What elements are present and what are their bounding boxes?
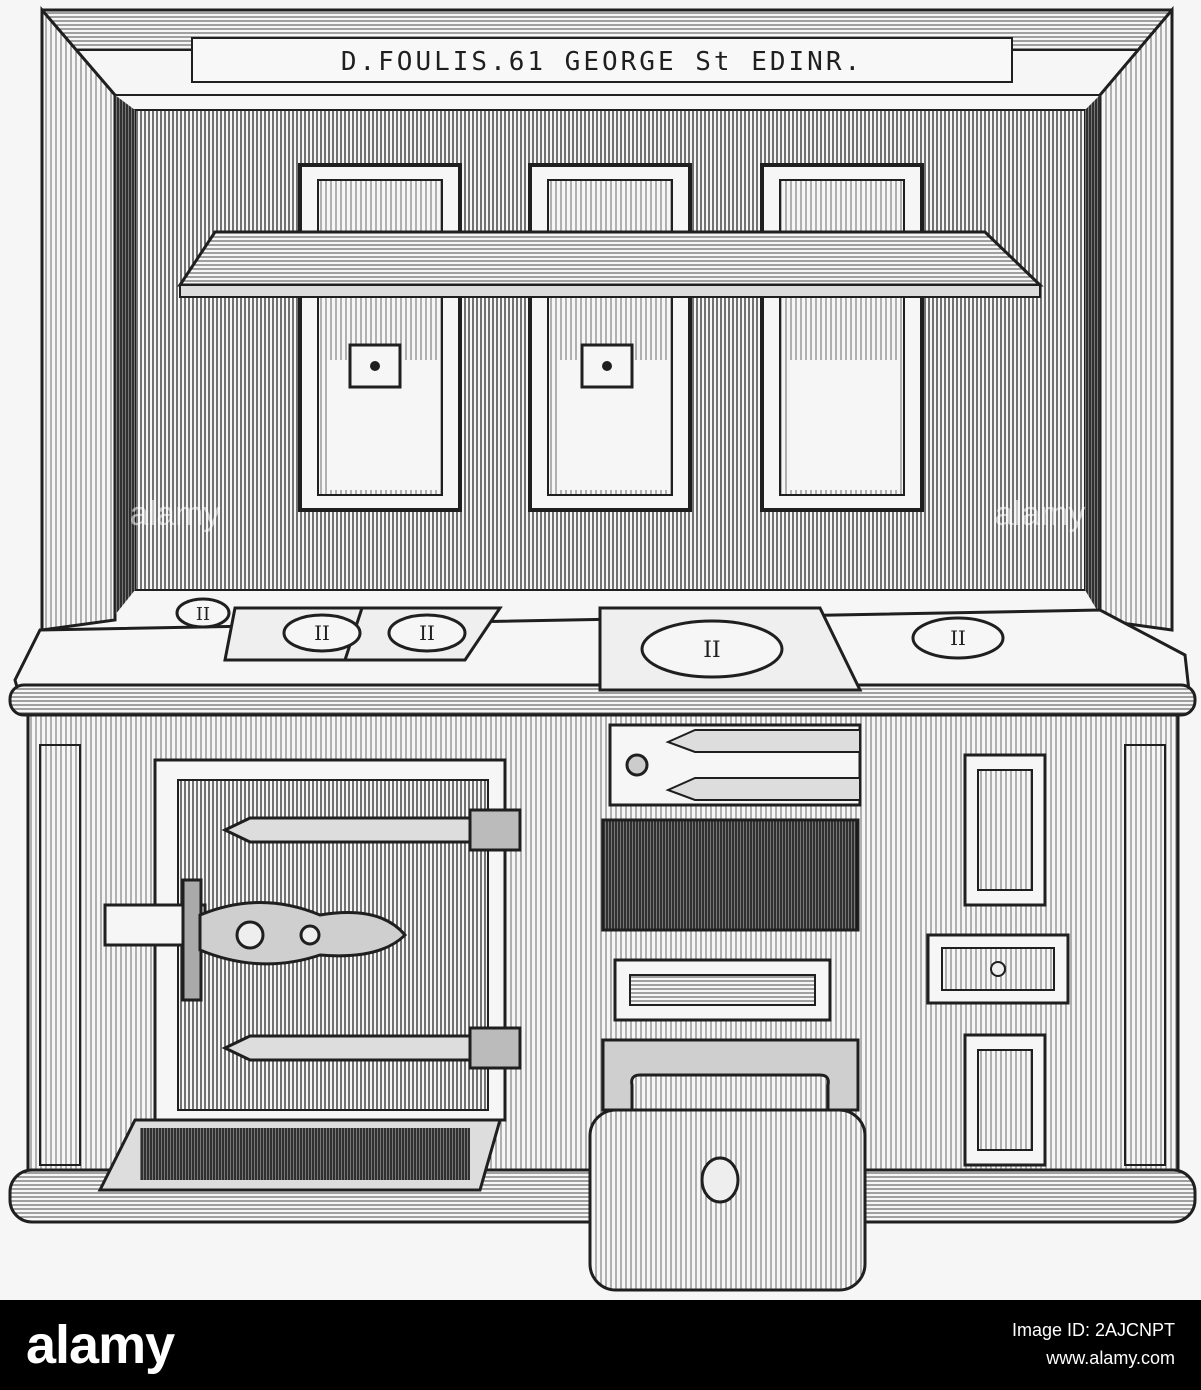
upper-panels — [298, 163, 924, 512]
maker-plate: D.FOULIS.61 GEORGE St EDINR. — [341, 47, 863, 77]
footer-meta: Image ID: 2AJCNPT www.alamy.com — [1012, 1316, 1175, 1372]
hob-lids: II II II II II — [175, 597, 1005, 679]
footer-bar: alamy Image ID: 2AJCNPT www.alamy.com — [0, 1300, 1201, 1390]
hob-mark: II — [196, 604, 210, 625]
mantel-frame — [40, 5, 1174, 632]
alamy-logo: alamy — [26, 1315, 175, 1375]
hob-mark: II — [314, 621, 330, 645]
oven-door — [103, 758, 522, 1122]
plate-shelf — [177, 230, 1044, 298]
oven-grate — [97, 1118, 502, 1192]
site-url: www.alamy.com — [1046, 1348, 1175, 1368]
right-panels — [926, 753, 1070, 1167]
kitchen-range-engraving: D.FOULIS.61 GEORGE St EDINR. — [8, 5, 1197, 1292]
hob-mark: II — [419, 621, 435, 645]
image-id: Image ID: 2AJCNPT — [1011, 1320, 1175, 1340]
watermark: alamy — [130, 495, 221, 533]
hob-mark: II — [703, 638, 720, 663]
hob-mark: II — [950, 626, 966, 650]
watermark: alamy — [995, 495, 1086, 533]
fire-unit — [588, 723, 867, 1292]
panel-vents — [348, 343, 634, 389]
